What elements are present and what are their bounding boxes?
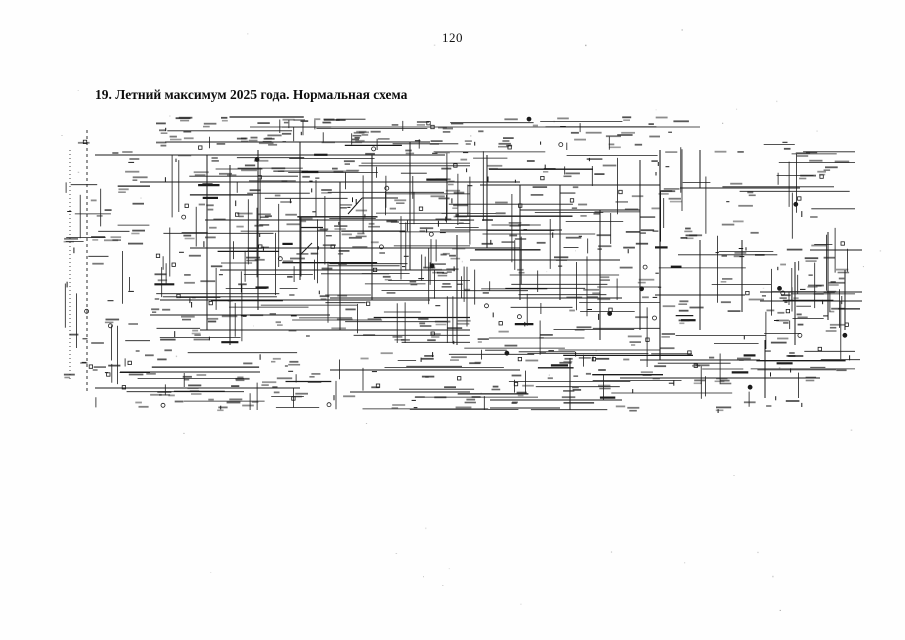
page-number: 120 (442, 30, 463, 45)
section-heading: 19. Летний максимум 2025 года. Нормальна… (95, 87, 408, 102)
